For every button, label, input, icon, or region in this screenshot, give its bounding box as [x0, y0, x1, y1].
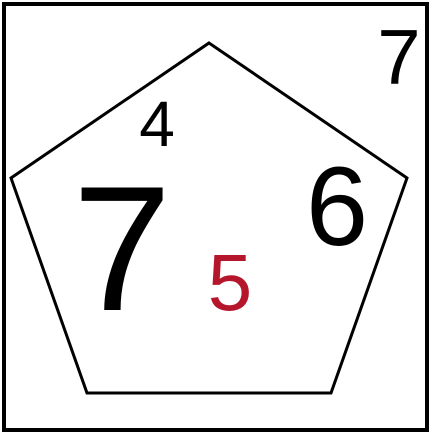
center-number: 5 [208, 238, 253, 327]
pentagon [9, 41, 409, 395]
left-number: 7 [73, 149, 172, 348]
corner-number: 7 [377, 13, 420, 101]
top-number: 4 [139, 88, 175, 160]
right-number: 6 [306, 144, 368, 269]
